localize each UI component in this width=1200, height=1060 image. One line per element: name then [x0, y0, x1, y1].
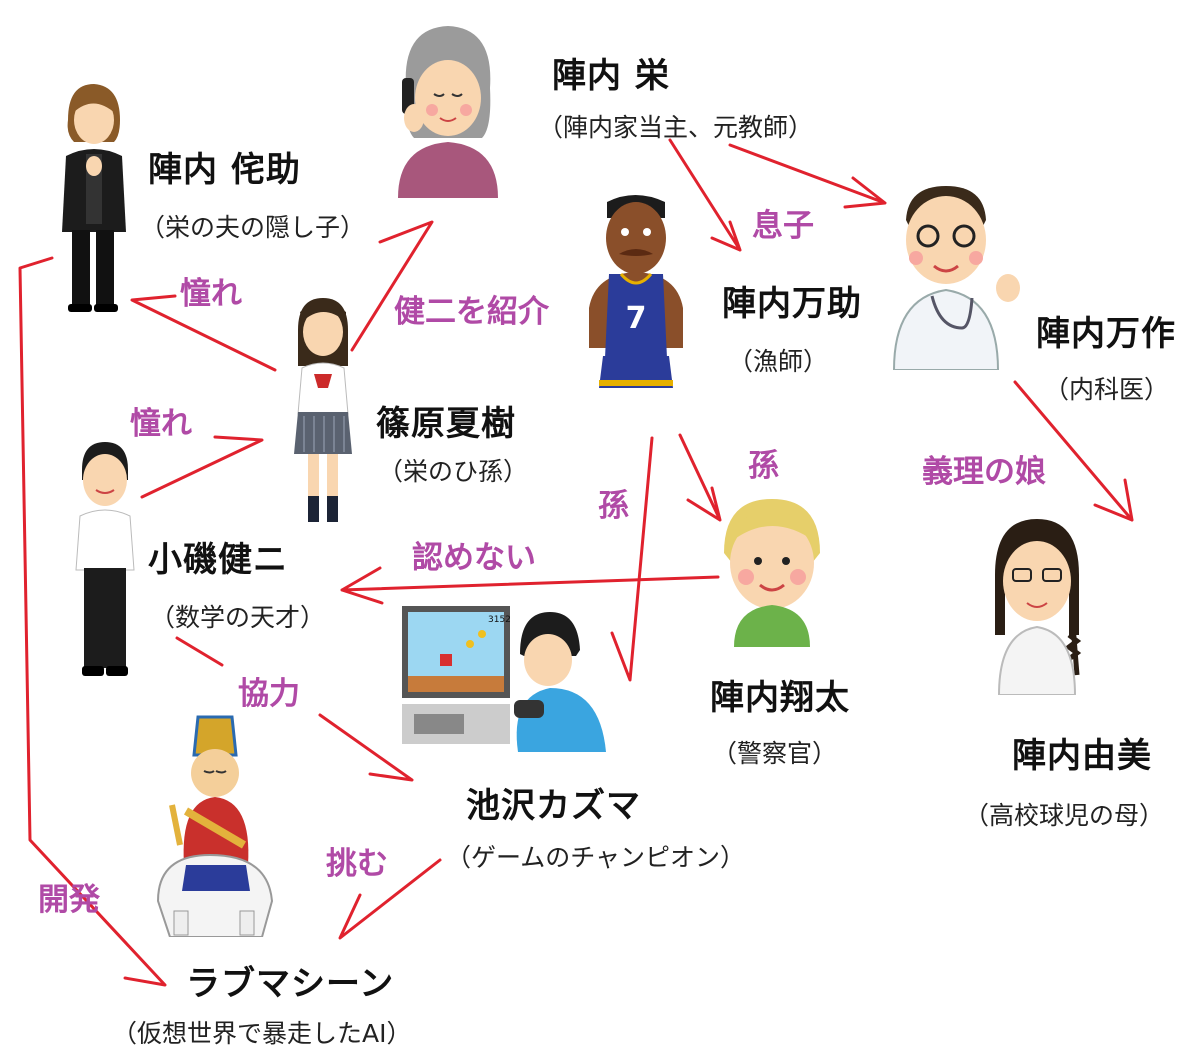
arrow-mansaku-to-yumi [1013, 380, 1134, 522]
arrow-kazuma-to-lovemachine [338, 858, 442, 940]
name-yumi: 陣内由美 [1012, 736, 1152, 776]
name-lovemachine: ラブマシーン [186, 964, 395, 1004]
name-natsuki: 篠原夏樹 [376, 404, 516, 444]
arrow-shouta-to-kenji [340, 566, 720, 605]
relation-grandson-shouta: 孫 [748, 448, 779, 484]
relation-introduce-kenji: 健二を紹介 [394, 294, 549, 330]
role-wabisuke: （栄の夫の隠し子） [140, 213, 366, 242]
relation-longing-wabisuke: 憧れ [180, 276, 242, 312]
arrow-mansuke-to-kazuma [610, 436, 654, 682]
name-kenji: 小磯健ニ [148, 540, 288, 580]
relation-grandson-kazuma: 孫 [598, 488, 629, 524]
role-natsuki: （栄のひ孫） [378, 457, 529, 486]
relation-son: 息子 [752, 208, 814, 244]
name-sakae: 陣内 栄 [552, 56, 670, 96]
name-wabisuke: 陣内 侘助 [148, 150, 301, 190]
name-mansuke: 陣内万助 [722, 284, 862, 324]
arrow-natsuki-to-wabisuke [130, 294, 277, 372]
role-shouta: （警察官） [712, 739, 838, 768]
basketball-player-icon: 7 [575, 188, 697, 402]
man-in-black-suit-icon [48, 82, 138, 314]
arrow-kenji-to-kazuma [175, 636, 414, 782]
deity-on-elephant-icon [150, 715, 280, 937]
arrow-mansuke-to-shouta [678, 433, 722, 522]
grandmother-phone-icon [392, 18, 504, 198]
role-mansaku: （内科医） [1044, 375, 1170, 404]
relation-daughter-in-law: 義理の娘 [922, 454, 1046, 490]
arrow-wabisuke-to-lovemachine [18, 256, 167, 987]
role-kenji: （数学の天才） [150, 603, 326, 632]
relation-challenge: 挑む [326, 846, 388, 882]
arrow-natsuki-to-sakae [350, 220, 434, 352]
svg-text:7: 7 [626, 301, 647, 336]
woman-glasses-icon [985, 515, 1093, 695]
schoolboy-icon [70, 440, 140, 680]
name-shouta: 陣内翔太 [710, 678, 850, 718]
arrow-sakae-to-mansuke [668, 138, 742, 252]
role-lovemachine: （仮想世界で暴走したAI） [112, 1019, 412, 1048]
relation-develop: 開発 [38, 882, 100, 918]
role-sakae: （陣内家当主、元教師） [538, 113, 814, 142]
arrow-kenji-to-natsuki [140, 435, 264, 499]
schoolgirl-icon [290, 296, 356, 530]
role-yumi: （高校球児の母） [964, 801, 1165, 830]
boy-playing-videogame-icon: 3152 [400, 604, 610, 752]
role-kazuma: （ゲームのチャンピオン） [446, 843, 746, 872]
relation-cooperate: 協力 [238, 676, 300, 712]
blond-boy-icon [716, 497, 828, 647]
name-kazuma: 池沢カズマ [466, 786, 641, 826]
arrow-sakae-to-mansaku [728, 143, 887, 209]
relation-longing-natsuki: 憧れ [130, 406, 192, 442]
name-mansaku: 陣内万作 [1036, 314, 1176, 354]
role-mansuke: （漁師） [728, 347, 829, 376]
relation-disapprove: 認めない [412, 540, 536, 576]
svg-text:3152: 3152 [488, 615, 511, 625]
doctor-icon [880, 178, 1030, 370]
